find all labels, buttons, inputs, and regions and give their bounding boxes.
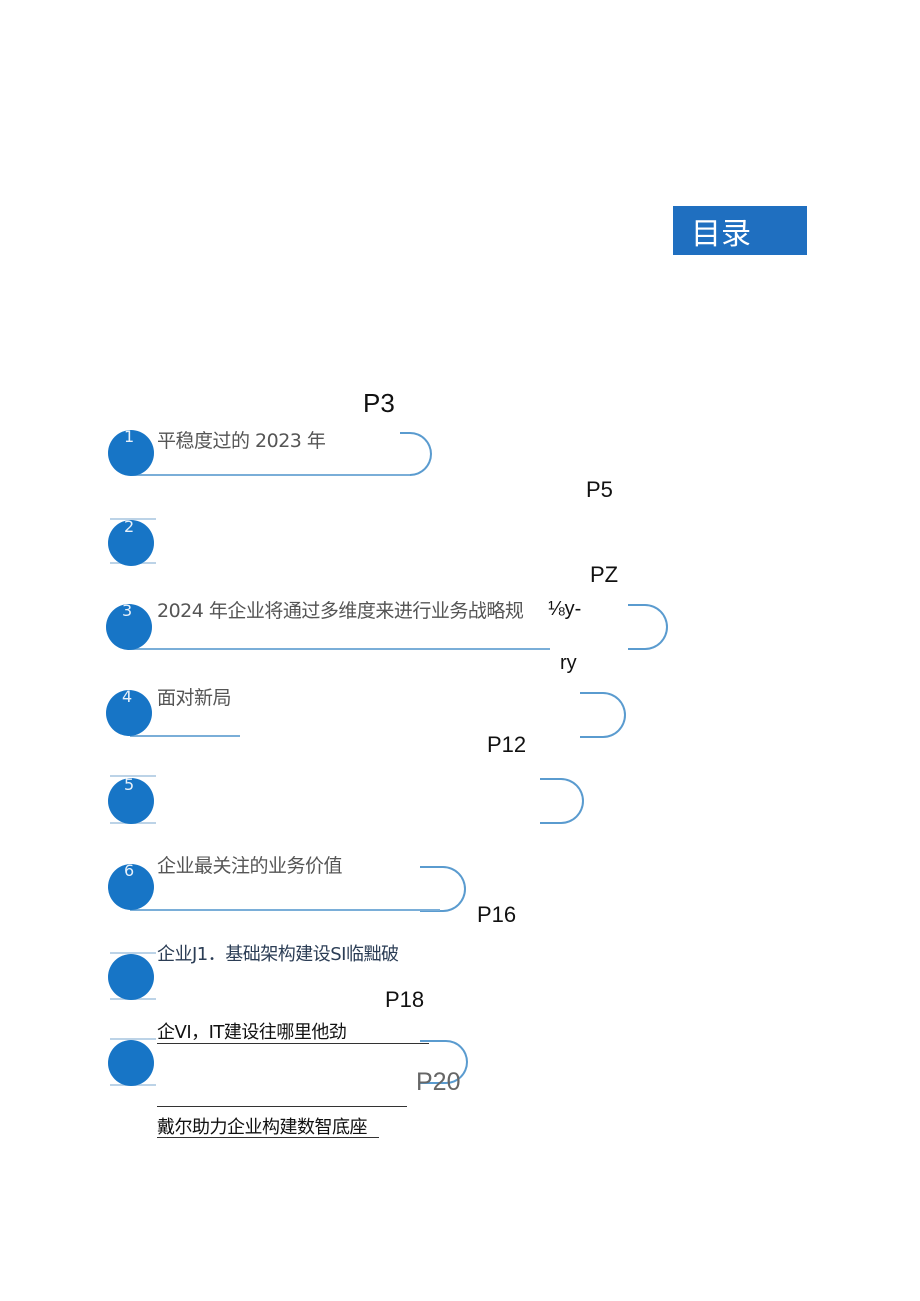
row-1-circle: 1 — [108, 427, 154, 476]
row-5-stub — [110, 775, 156, 777]
row-1-bracket — [400, 432, 432, 476]
row-3-number: 3 — [122, 601, 133, 620]
row-8-rule-lower — [157, 1106, 407, 1107]
row-7-circle — [108, 954, 154, 1000]
toc-item-9[interactable]: 戴尔助力企业构建数智底座 — [157, 1117, 368, 1138]
row-8-rule — [157, 1043, 429, 1044]
page-number-p16: P16 — [477, 902, 517, 927]
toc-title: 目录 — [673, 206, 807, 255]
row-9-rule — [157, 1137, 379, 1138]
row-8-bracket — [420, 1040, 468, 1084]
toc-item-3-tail-2: ry — [560, 652, 577, 674]
page-number-pz: PZ — [590, 562, 619, 587]
toc-item-7[interactable]: 企业J1．基础架构建设SI临黜破 — [157, 944, 399, 965]
row-8-stub — [110, 1038, 156, 1040]
toc-item-3-tail: ⅛y- — [548, 598, 582, 620]
toc-item-8[interactable]: 企VI，IT建设往哪里他劲 — [157, 1022, 347, 1043]
row-3-bracket — [628, 604, 668, 650]
row-8-circle — [108, 1040, 154, 1086]
row-3-circle: 3 — [106, 601, 152, 650]
row-2-circle: 2 — [108, 517, 154, 566]
row-4-underline — [130, 735, 240, 737]
row-2-number: 2 — [124, 517, 135, 536]
toc-item-1[interactable]: 平稳度过的 2023 年 — [157, 430, 326, 452]
page-number-p5: P5 — [586, 477, 613, 502]
row-6-number: 6 — [124, 861, 135, 880]
row-4-number: 4 — [122, 687, 133, 706]
page-number-p3: P3 — [363, 388, 395, 418]
row-1-underline — [130, 474, 410, 476]
row-3-underline — [130, 648, 550, 650]
row-6-underline — [130, 909, 440, 911]
row-5-number: 5 — [124, 775, 135, 794]
row-6-bracket — [420, 866, 466, 912]
page-number-p20: P20 — [416, 1068, 461, 1096]
page-number-p18: P18 — [385, 987, 425, 1012]
row-6-circle: 6 — [108, 861, 154, 910]
row-4-bracket — [580, 692, 626, 738]
toc-item-3[interactable]: 2024 年企业将通过多维度来进行业务战略规 — [157, 600, 524, 622]
toc-item-6[interactable]: 企业最关注的业务价值 — [157, 855, 343, 877]
toc-item-4[interactable]: 面对新局 — [157, 687, 232, 709]
row-4-circle: 4 — [106, 687, 152, 736]
row-1-number: 1 — [124, 427, 135, 446]
page-number-p12: P12 — [487, 732, 527, 757]
row-5-bracket — [540, 778, 584, 824]
row-5-circle: 5 — [108, 775, 154, 824]
row-2-stub — [110, 518, 156, 520]
row-7-stub — [110, 952, 156, 954]
